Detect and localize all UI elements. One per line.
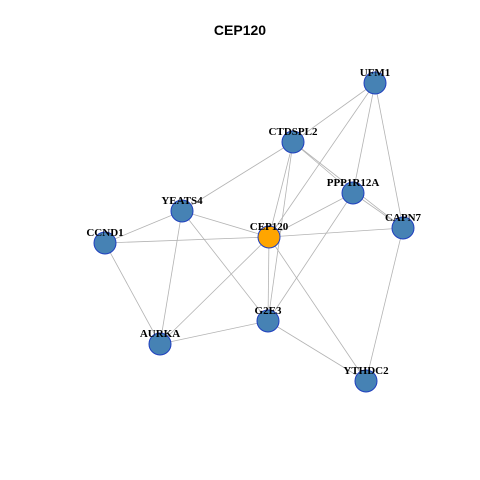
- node-circle-ythdc2: [354, 369, 378, 393]
- node-label-capn7: CAPN7: [385, 212, 422, 224]
- edge-capn7-cep120: [268, 227, 404, 238]
- node-cep120: CEP120: [250, 221, 289, 249]
- edge-yeats4-g2e3: [181, 210, 269, 322]
- edge-yeats4-aurka: [159, 210, 183, 345]
- edge-ctdspl2-ppp1r12a: [292, 141, 354, 194]
- node-yeats4: YEATS4: [161, 195, 203, 223]
- node-label-ctdspl2: CTDSPL2: [269, 126, 318, 138]
- node-label-ppp1r12a: PPP1R12A: [327, 177, 380, 189]
- node-ufm1: UFM1: [360, 67, 391, 95]
- node-circle-ppp1r12a: [341, 181, 365, 205]
- edge-ccnd1-aurka: [104, 242, 161, 345]
- edge-cep120-aurka: [159, 236, 270, 345]
- edge-g2e3-aurka: [159, 320, 269, 345]
- edge-ppp1r12a-cep120: [268, 192, 354, 238]
- edge-layer: [104, 82, 404, 382]
- edge-ctdspl2-g2e3: [267, 141, 294, 322]
- edge-yeats4-cep120: [181, 210, 270, 238]
- node-label-ythdc2: YTHDC2: [343, 365, 389, 377]
- node-circle-ctdspl2: [281, 130, 305, 154]
- node-circle-aurka: [148, 332, 172, 356]
- edge-cep120-g2e3: [267, 236, 270, 322]
- node-circle-ccnd1: [93, 231, 117, 255]
- node-circle-cep120: [257, 225, 281, 249]
- node-circle-g2e3: [256, 309, 280, 333]
- node-ctdspl2: CTDSPL2: [269, 126, 318, 154]
- node-ccnd1: CCND1: [86, 227, 124, 255]
- node-circle-yeats4: [170, 199, 194, 223]
- edge-cep120-ythdc2: [268, 236, 367, 382]
- node-label-yeats4: YEATS4: [161, 195, 203, 207]
- edge-ufm1-capn7: [374, 82, 404, 229]
- node-label-ccnd1: CCND1: [86, 227, 123, 239]
- edge-ufm1-cep120: [268, 82, 376, 238]
- graph-title: CEP120: [214, 22, 266, 38]
- node-label-cep120: CEP120: [250, 221, 289, 233]
- node-ppp1r12a: PPP1R12A: [327, 177, 380, 205]
- edge-g2e3-ythdc2: [267, 320, 367, 382]
- node-ythdc2: YTHDC2: [343, 365, 389, 393]
- edge-ctdspl2-cep120: [268, 141, 294, 238]
- node-g2e3: G2E3: [255, 305, 282, 333]
- node-label-ufm1: UFM1: [360, 67, 391, 79]
- edge-ufm1-ctdspl2: [292, 82, 376, 143]
- node-label-aurka: AURKA: [140, 328, 180, 340]
- edge-ctdspl2-yeats4: [181, 141, 294, 212]
- edge-ccnd1-cep120: [104, 236, 270, 244]
- node-label-g2e3: G2E3: [255, 305, 282, 317]
- edge-capn7-ythdc2: [365, 227, 404, 382]
- node-circle-ufm1: [363, 71, 387, 95]
- edge-ppp1r12a-g2e3: [267, 192, 354, 322]
- node-capn7: CAPN7: [385, 212, 422, 240]
- edge-yeats4-ccnd1: [104, 210, 183, 244]
- edge-ufm1-ppp1r12a: [352, 82, 376, 194]
- node-circle-capn7: [391, 216, 415, 240]
- node-aurka: AURKA: [140, 328, 180, 356]
